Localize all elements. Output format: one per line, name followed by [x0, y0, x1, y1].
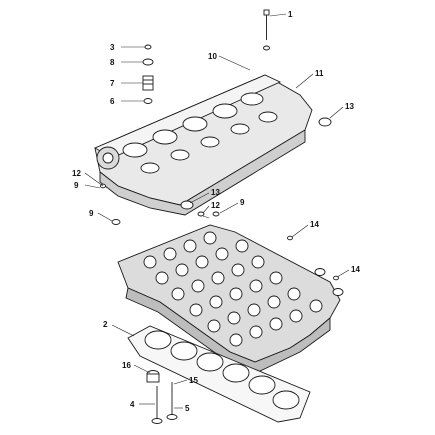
callout-13-middle: 13: [211, 188, 220, 197]
callout-9-middle: 9: [240, 198, 245, 207]
callout-12-middle: 12: [211, 201, 220, 210]
callout-14-lower: 14: [351, 265, 360, 274]
valve-spring: [142, 75, 154, 91]
callout-16: 16: [122, 361, 131, 370]
leader-lines: [84, 13, 350, 409]
callout-labels: 1 3 8 7 6 10 11 13 12 9 9 13 12 9 14 14 …: [72, 10, 360, 413]
callout-2: 2: [103, 320, 108, 329]
callout-7: 7: [110, 79, 115, 88]
callout-10: 10: [208, 52, 217, 61]
callout-3: 3: [110, 43, 115, 52]
spring-seat: [143, 98, 153, 104]
intake-valve: [151, 386, 163, 424]
callout-12-left: 12: [72, 169, 81, 178]
head-bolt: [263, 9, 270, 51]
valve-keeper: [144, 44, 152, 50]
callout-5: 5: [185, 404, 190, 413]
exhaust-valve: [166, 382, 178, 420]
callout-15: 15: [189, 376, 198, 385]
spring-retainer: [142, 58, 154, 66]
callout-13-upper: 13: [345, 102, 354, 111]
callout-6: 6: [110, 97, 115, 106]
callout-9-lower-left: 9: [89, 209, 94, 218]
callout-9-left: 9: [74, 181, 79, 190]
callout-4: 4: [130, 400, 135, 409]
valve-cover-housing: [94, 74, 332, 216]
cylinder-head: [117, 224, 344, 373]
callout-11: 11: [315, 69, 324, 78]
valve-spring-stack: [142, 44, 154, 104]
callout-8: 8: [110, 58, 115, 67]
callout-14-upper: 14: [310, 220, 319, 229]
callout-1: 1: [288, 10, 293, 19]
head-gasket: [127, 325, 311, 423]
valve-seal: [146, 370, 160, 383]
